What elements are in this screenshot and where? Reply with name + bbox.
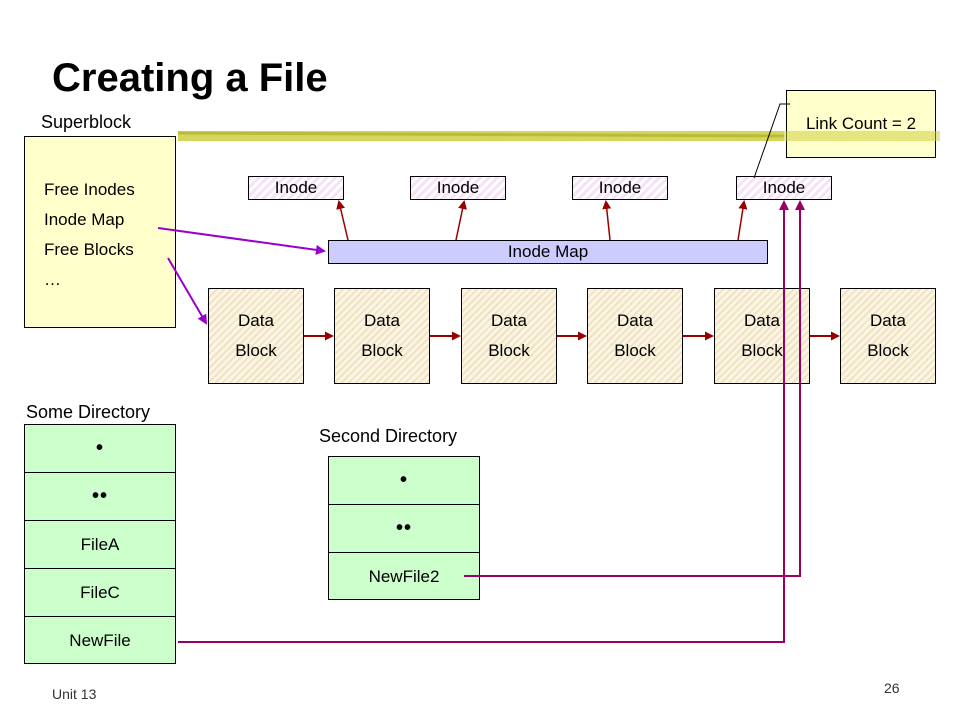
superblock-inode-map: Inode Map [44, 210, 125, 229]
superblock-free-inodes: Free Inodes [44, 180, 135, 199]
data-block-6-line1: Data [870, 311, 906, 330]
superblock-free-blocks: Free Blocks [44, 240, 134, 259]
link-count-text: Link Count = 2 [805, 114, 917, 133]
data-block-1: Data Block [208, 288, 304, 384]
some-directory-label: Some Directory [26, 402, 151, 422]
superblock-box: Free Inodes Inode Map Free Blocks … [24, 136, 176, 328]
some-directory-entry-dotdot: •• [25, 473, 175, 521]
filec-label: FileC [80, 582, 120, 602]
link-count-callout [753, 103, 790, 179]
inode-1: Inode [248, 176, 344, 200]
second-directory-entry-dotdot: •• [329, 505, 479, 553]
title-underline [177, 131, 940, 141]
newfile2-label: NewFile2 [368, 567, 440, 586]
data-block-5: Data Block [714, 288, 810, 384]
newfile-to-inode-arrow [178, 200, 789, 643]
data-block-4-line2: Block [614, 341, 656, 360]
dot-entry: • [95, 437, 104, 459]
data-block-5-line2: Block [741, 341, 783, 360]
dotdot-entry: •• [395, 517, 412, 539]
data-block-2-line1: Data [364, 311, 400, 330]
second-directory-label: Second Directory [319, 426, 458, 446]
inode-map-to-inode-4-arrow [737, 200, 748, 241]
some-directory-entry-newfile: NewFile [25, 617, 175, 665]
second-directory-entry-dot: • [329, 457, 479, 505]
footer-unit-label: Unit 13 [52, 686, 97, 702]
inode-map-to-inode-3-arrow [602, 200, 612, 241]
free-blocks-pointer-arrow [167, 257, 208, 325]
second-directory-table: • •• NewFile2 [328, 456, 480, 600]
link-count-box: Link Count = 2 [786, 90, 936, 158]
page-number: 26 [884, 680, 900, 696]
inode-map-bar: Inode Map [328, 240, 768, 264]
data-block-6-line2: Block [867, 341, 909, 360]
some-directory-entry-dot: • [25, 425, 175, 473]
data-block-2-line2: Block [361, 341, 403, 360]
data-block-3-line1: Data [491, 311, 527, 330]
data-block-4: Data Block [587, 288, 683, 384]
slide-title: Creating a File [52, 56, 328, 100]
data-block-3-line2: Block [488, 341, 530, 360]
some-directory-table: • •• FileA FileC NewFile [24, 424, 176, 664]
some-directory-entry-filea: FileA [25, 521, 175, 569]
superblock-ellipsis: … [44, 270, 61, 289]
some-directory-entry-filec: FileC [25, 569, 175, 617]
newfile-label: NewFile [69, 631, 131, 650]
data-block-1-line2: Block [235, 341, 277, 360]
superblock-label: Superblock [41, 112, 132, 132]
data-block-3: Data Block [461, 288, 557, 384]
data-block-6: Data Block [840, 288, 936, 384]
inode-map-pointer-arrow [157, 227, 326, 255]
newfile2-to-inode-arrow [464, 200, 805, 577]
dot-entry: • [399, 469, 408, 491]
data-block-5-line1: Data [744, 311, 780, 330]
inode-4: Inode [736, 176, 832, 200]
second-directory-entry-newfile2: NewFile2 [329, 553, 479, 601]
inode-3: Inode [572, 176, 668, 200]
inode-map-to-inode-1-arrow [336, 200, 349, 241]
data-block-2: Data Block [334, 288, 430, 384]
data-block-4-line1: Data [617, 311, 653, 330]
data-block-1-line1: Data [238, 311, 274, 330]
inode-2: Inode [410, 176, 506, 200]
dotdot-entry: •• [91, 485, 108, 507]
filea-label: FileA [80, 534, 120, 554]
inode-map-to-inode-2-arrow [455, 200, 467, 241]
